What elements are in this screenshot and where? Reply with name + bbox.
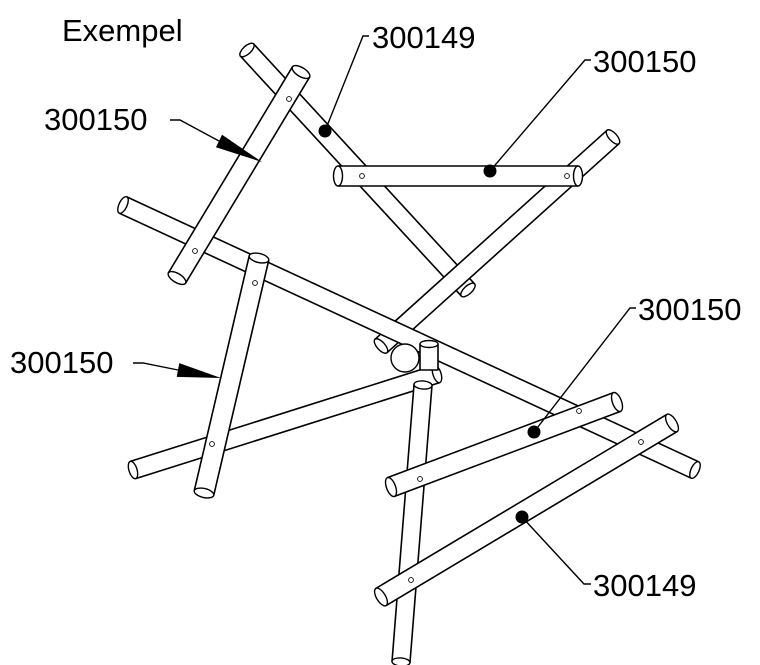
- callout-arrowhead: [176, 363, 221, 378]
- part-number-label: 300150: [10, 345, 113, 380]
- callout-c2: 300150: [483, 44, 696, 178]
- tube-end: [605, 129, 621, 145]
- callout-c6: 300149: [515, 510, 696, 603]
- rivet: [638, 439, 644, 445]
- part-number-label: 300150: [593, 44, 696, 79]
- rivet: [209, 441, 215, 447]
- tube-end: [117, 195, 129, 215]
- tube-body: [337, 165, 579, 187]
- tube-end: [460, 282, 476, 298]
- leader-line: [133, 362, 179, 371]
- hub-joint: [390, 339, 439, 373]
- leader-line: [170, 119, 220, 142]
- leader-line: [489, 59, 591, 172]
- hub-stub-end: [419, 339, 439, 349]
- tube-end: [193, 487, 215, 499]
- leader-line: [324, 35, 369, 132]
- tube-end: [391, 657, 411, 665]
- short-tube-upper-horizontal: [332, 165, 584, 187]
- tube-body: [129, 364, 441, 480]
- tube-end: [572, 165, 584, 187]
- short-tube-upper-left-diagonal: [167, 64, 311, 286]
- callout-layer: 300149 300150 300150 300150 300150 300149: [10, 20, 741, 603]
- rivet: [192, 248, 198, 254]
- diagram-title: Exempel: [62, 13, 183, 48]
- rivet: [576, 408, 582, 414]
- short-tube-lower-right-upper: [384, 391, 624, 498]
- part-number-label: 300149: [593, 568, 696, 603]
- tube-end: [373, 587, 389, 607]
- callout-c3: 300150: [44, 102, 262, 162]
- tube-end: [239, 42, 255, 58]
- part-number-label: 300149: [372, 20, 475, 55]
- rivet: [359, 173, 365, 179]
- tube-end: [167, 270, 187, 286]
- tube-layer: [117, 42, 701, 665]
- callout-arrowhead: [215, 134, 262, 162]
- rivet: [286, 96, 292, 102]
- tube-end: [664, 413, 680, 433]
- callout-dot: [527, 425, 541, 439]
- rivet: [408, 577, 414, 583]
- tube-end: [332, 165, 344, 187]
- long-tube-left-upper-right: [127, 364, 443, 480]
- tube-end: [610, 391, 624, 413]
- callout-dot: [318, 124, 332, 138]
- tube-body: [391, 383, 433, 664]
- callout-c4: 300150: [10, 345, 221, 380]
- tube-end: [413, 380, 433, 390]
- tube-end: [127, 460, 139, 480]
- rivet: [252, 280, 258, 286]
- callout-dot: [483, 164, 497, 178]
- callout-dot: [515, 510, 529, 524]
- leader-line: [533, 307, 636, 433]
- tube-end: [373, 338, 389, 354]
- rivet: [564, 173, 570, 179]
- long-tube-vertical: [391, 380, 433, 665]
- short-tube-left-vertical: [193, 252, 270, 499]
- tube-end: [291, 64, 311, 80]
- short-tube-lower-right-lower: [373, 413, 680, 607]
- part-number-label: 300150: [638, 292, 741, 327]
- callout-c1: 300149: [318, 20, 475, 138]
- tube-end: [689, 460, 701, 480]
- rivet: [417, 476, 423, 482]
- tube-end: [384, 476, 398, 498]
- hub-ball: [390, 343, 420, 373]
- tube-end: [248, 252, 270, 264]
- leader-line: [521, 516, 591, 585]
- callout-c5: 300150: [527, 292, 741, 439]
- part-number-label: 300150: [44, 102, 147, 137]
